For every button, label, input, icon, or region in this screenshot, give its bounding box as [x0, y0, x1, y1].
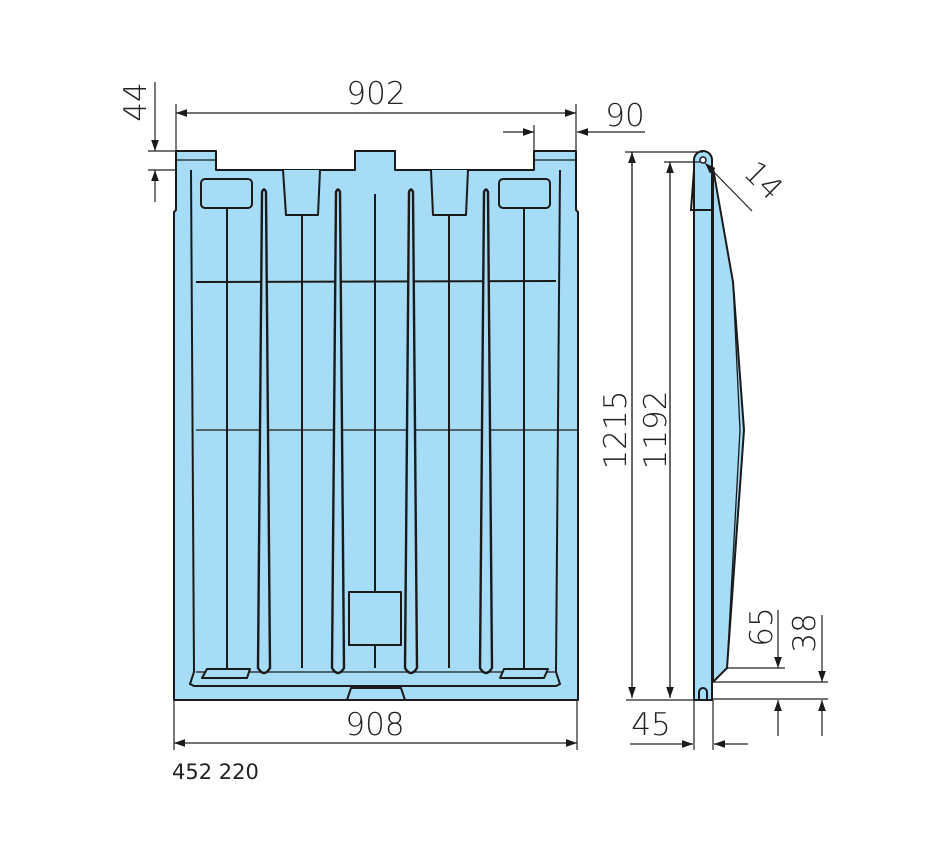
foot-left: [201, 668, 251, 679]
tab-pocket-right: [430, 169, 469, 216]
article-number: 452 220: [172, 760, 259, 784]
inner-panel: [188, 169, 562, 687]
dim-902: 902: [346, 76, 405, 112]
center-square: [348, 591, 402, 646]
dim-14: 14: [736, 154, 789, 207]
dim-65: 65: [744, 607, 780, 646]
side-view: [689, 150, 745, 701]
dim-1192: 1192: [638, 391, 674, 470]
dimensions: 902 44 90 1215 1192 14 65 38: [118, 76, 828, 750]
dim-38: 38: [787, 613, 823, 652]
front-view: [173, 150, 579, 701]
dim-45: 45: [631, 707, 670, 743]
bottom-notch: [346, 687, 406, 701]
handle-pocket-right: [498, 178, 551, 209]
dim-44: 44: [118, 82, 154, 121]
hinge-hole: [699, 156, 707, 164]
handle-pocket-left: [200, 178, 253, 209]
ribs: [256, 188, 494, 675]
foot-right: [499, 668, 549, 679]
dim-908: 908: [345, 707, 404, 743]
dim-1215: 1215: [598, 391, 634, 470]
tab-pocket-left: [282, 169, 321, 216]
side-plate: [693, 150, 713, 701]
dim-90: 90: [605, 98, 644, 134]
